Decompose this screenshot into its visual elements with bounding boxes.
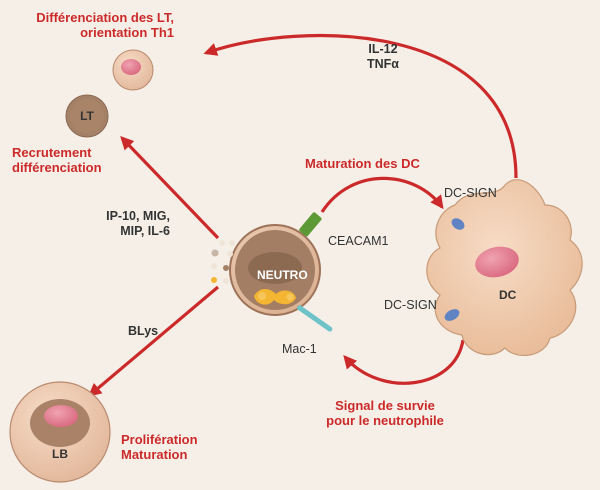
chemokines-line1: IP-10, MIG,: [106, 209, 170, 223]
mac1-label: Mac-1: [282, 342, 317, 356]
maturation-dc-label: Maturation des DC: [305, 156, 420, 171]
signal-survie-label: Signal de survie pour le neutrophile: [315, 398, 455, 428]
signal-survie-line1: Signal de survie: [335, 398, 435, 413]
dc-sign-top-label: DC-SIGN: [444, 186, 497, 200]
recrutement-line2: différenciation: [12, 160, 102, 175]
arrow-dc-to-neutro: [343, 339, 465, 385]
ceacam1-label: CEACAM1: [328, 234, 389, 248]
lt-cell: [65, 94, 109, 138]
recrutement-line1: Recrutement: [12, 145, 92, 160]
recrutement-label: Recrutement différenciation: [12, 145, 102, 175]
arrow-neutro-to-lb: [87, 285, 220, 397]
cytokine-tnfa: TNFα: [367, 57, 399, 71]
dendritic-cell: [426, 179, 583, 356]
arrow-neutro-to-dc: [320, 176, 444, 213]
chemokines-line2: MIP, IL-6: [120, 224, 170, 238]
lt-differentiation-line1: Différenciation des LT,: [36, 10, 174, 25]
signal-survie-line2: pour le neutrophile: [326, 413, 444, 428]
lt-differentiation-label: Différenciation des LT, orientation Th1: [12, 10, 174, 40]
chemokines-label: IP-10, MIG, MIP, IL-6: [70, 209, 170, 239]
arrow-dc-to-lt: [203, 33, 518, 179]
dc-sign-bottom-label: DC-SIGN: [384, 298, 437, 312]
cytokines-top-label: IL-12 TNFα: [358, 42, 408, 72]
neutrophil-cell: [229, 212, 333, 332]
cytokine-il12: IL-12: [368, 42, 398, 56]
blys-label: BLys: [128, 324, 159, 338]
arrow-neutro-to-lt: [120, 136, 220, 240]
secreted-granules: [211, 240, 235, 284]
lb-cell: [9, 381, 111, 483]
dc-label: DC: [499, 288, 517, 302]
proliferation-line1: Prolifération: [121, 432, 198, 447]
lt-cell-label: LT: [80, 109, 94, 123]
proliferation-label: Prolifération Maturation: [121, 432, 198, 462]
lt-diff-cell: [112, 49, 154, 91]
lb-cell-label: LB: [52, 447, 68, 461]
neutro-label: NEUTRO: [257, 268, 308, 282]
lt-differentiation-line2: orientation Th1: [80, 25, 174, 40]
proliferation-line2: Maturation: [121, 447, 188, 462]
